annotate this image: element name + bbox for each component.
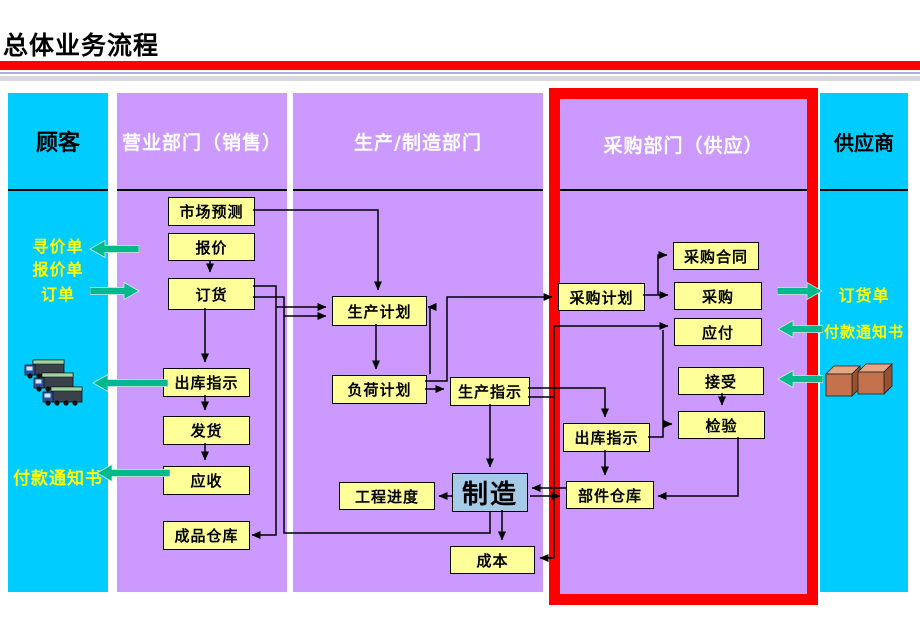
flow-box-payable: 应付 [674, 318, 762, 346]
flow-box-purchase: 采购 [674, 282, 762, 310]
purchasing-highlight-border: 采购部门（供应） [549, 88, 818, 605]
lane-divider-supplier [820, 189, 908, 191]
arrow-payment-notice-to-customer [96, 464, 170, 482]
arrow-shape [92, 374, 168, 392]
flow-box-production-plan: 生产计划 [332, 296, 427, 326]
flow-box-finished-goods-warehouse: 成品仓库 [163, 521, 250, 550]
lane-divider-purchasing [560, 189, 807, 191]
swimlane-sales: 营业部门（销售） [117, 93, 287, 592]
arrow-shape [89, 240, 139, 258]
flow-box-order: 订货 [168, 278, 255, 310]
label-order-form: 订货单 [838, 286, 890, 305]
lane-header-supplier: 供应商 [834, 130, 894, 155]
swimlane-purchasing: 采购部门（供应） [560, 99, 807, 594]
swimlane-customer: 顾客 [8, 93, 108, 592]
arrow-shape [96, 464, 170, 482]
lane-divider-sales [117, 189, 287, 191]
flow-box-outbound-instruction-sales: 出库指示 [163, 368, 250, 397]
lane-header-production: 生产/制造部门 [354, 131, 482, 154]
lane-divider-production [293, 189, 543, 191]
label-payment-notice-supplier: 付款通知书 [823, 323, 904, 341]
label-quotation: 报价单 [32, 260, 84, 279]
arrow-shape [777, 320, 823, 338]
title-rule-purple [0, 72, 920, 74]
arrow-inquiry-quotation [89, 240, 139, 258]
arrow-order-to-sales [90, 282, 140, 300]
title-rule-red [0, 61, 920, 70]
label-payment-notice-customer: 付款通知书 [13, 469, 103, 489]
flow-box-purchase-plan: 采购计划 [558, 283, 645, 311]
flow-box-shipping: 发货 [163, 416, 250, 445]
truck-icon [24, 359, 83, 406]
flow-box-purchase-contract: 采购合同 [673, 242, 759, 270]
swimlane-production: 生产/制造部门 [293, 93, 543, 592]
cubes-icon [825, 363, 893, 397]
lane-header-purchasing: 采购部门（供应） [603, 134, 764, 157]
lane-divider-customer [8, 189, 108, 191]
flow-box-cost: 成本 [450, 546, 535, 574]
arrow-delivery-to-customer [92, 374, 168, 392]
flow-box-accept: 接受 [678, 367, 764, 395]
arrow-payment-notice-from-supplier [777, 320, 823, 338]
arrow-shape [777, 370, 823, 388]
flow-box-inspection: 检验 [678, 411, 765, 439]
label-inquiry: 寻价单 [32, 237, 84, 256]
title-rule-gray [0, 76, 920, 81]
arrow-shape [777, 282, 823, 300]
flow-box-market-forecast: 市场预测 [168, 197, 255, 226]
flow-box-load-plan: 负荷计划 [332, 375, 427, 404]
arrow-order-to-supplier [777, 282, 823, 300]
flow-box-engineering-progress: 工程进度 [339, 482, 435, 510]
lane-header-sales: 营业部门（销售） [121, 131, 282, 154]
flow-box-outbound-instruction-purchasing: 出库指示 [563, 423, 650, 452]
cube-icon [825, 363, 893, 397]
swimlane-supplier: 供应商 [820, 93, 908, 592]
label-order: 订单 [40, 285, 75, 304]
page-title: 总体业务流程 [3, 31, 160, 60]
arrow-shape [90, 282, 140, 300]
flow-box-quote: 报价 [168, 233, 255, 261]
flow-box-parts-warehouse: 部件仓库 [566, 481, 654, 509]
arrow-goods-from-supplier [777, 370, 823, 388]
flow-box-production-instruction: 生产指示 [450, 377, 530, 406]
flow-box-receivable: 应收 [163, 466, 250, 495]
trucks-icon [24, 359, 83, 406]
flow-box-manufacturing: 制造 [452, 473, 528, 512]
lane-header-customer: 顾客 [35, 131, 80, 156]
